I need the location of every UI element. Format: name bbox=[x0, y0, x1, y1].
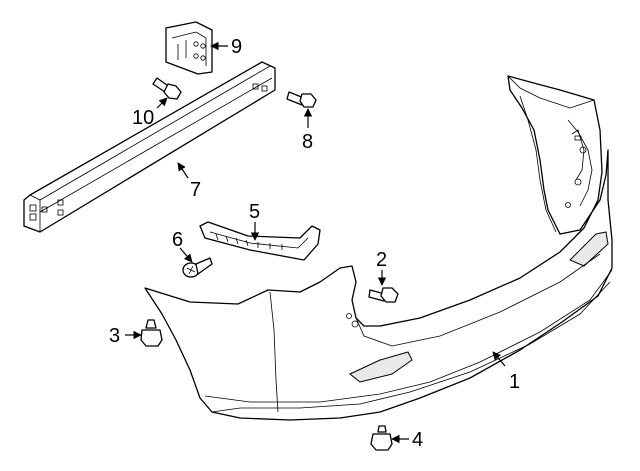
push-nut-4 bbox=[370, 425, 393, 451]
leader-6 bbox=[179, 247, 193, 263]
bolt-8 bbox=[286, 91, 317, 108]
leader-1 bbox=[492, 351, 506, 367]
callout-4: 4 bbox=[412, 429, 423, 451]
screw-6 bbox=[182, 257, 213, 278]
callout-10: 10 bbox=[132, 107, 154, 129]
leader-7 bbox=[177, 162, 189, 179]
reinforcement-beam bbox=[23, 61, 276, 233]
callout-labels: 1 2 3 4 5 6 7 8 9 10 bbox=[109, 36, 520, 451]
push-nut-3 bbox=[140, 319, 163, 347]
callout-6: 6 bbox=[172, 229, 183, 251]
side-retainer bbox=[199, 221, 321, 261]
leader-10 bbox=[156, 97, 168, 109]
callout-8: 8 bbox=[302, 131, 313, 153]
callout-9: 9 bbox=[231, 36, 242, 58]
bolt-2 bbox=[368, 287, 399, 303]
callout-1: 1 bbox=[509, 371, 520, 393]
callout-3: 3 bbox=[109, 325, 120, 347]
bumper-cover bbox=[144, 75, 613, 421]
callout-7: 7 bbox=[190, 179, 201, 201]
mounting-bracket bbox=[165, 21, 213, 75]
bolt-10 bbox=[152, 77, 182, 100]
callout-5: 5 bbox=[249, 201, 260, 223]
callout-2: 2 bbox=[376, 249, 387, 271]
leader-lines bbox=[125, 41, 506, 444]
